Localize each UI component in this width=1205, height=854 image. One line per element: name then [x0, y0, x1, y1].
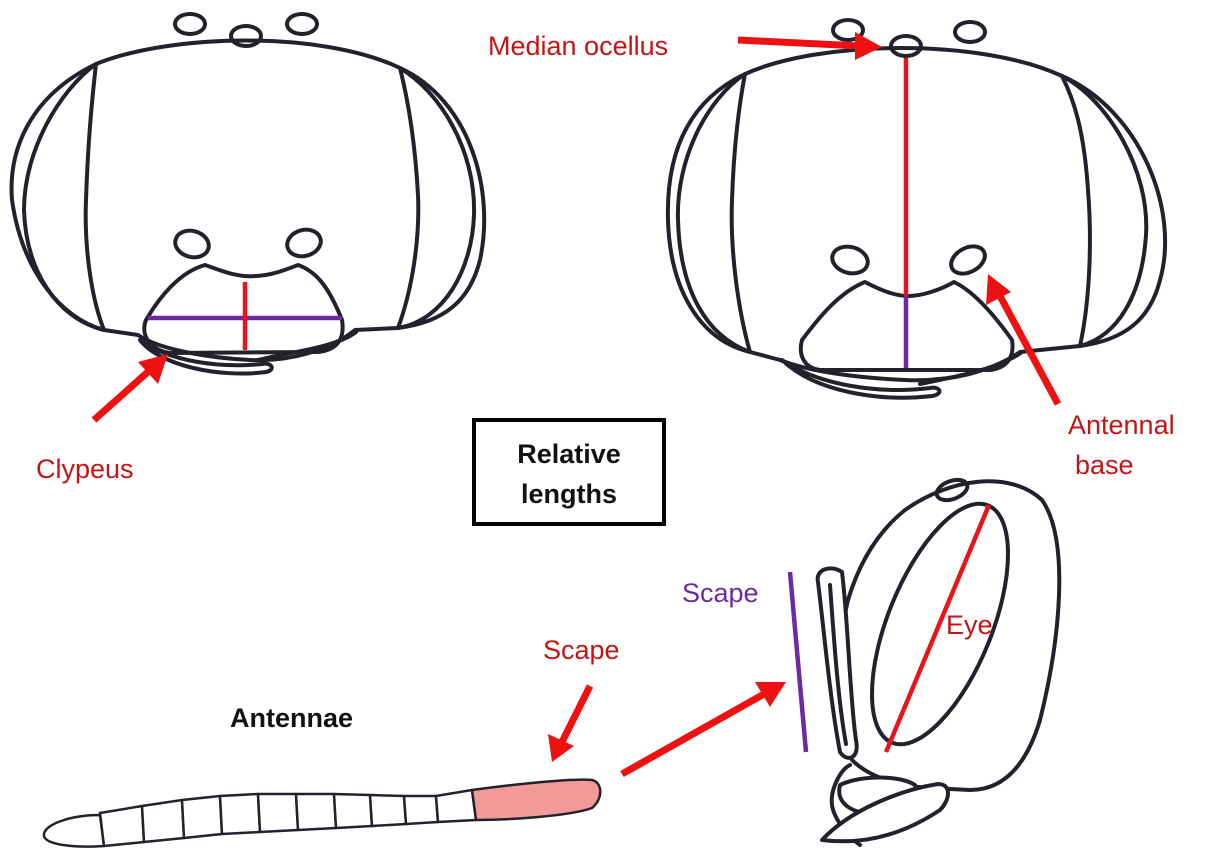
median-ocellus-label: Median ocellus [488, 31, 668, 61]
arrow-clypeus [94, 354, 168, 420]
antennal-socket-right [946, 241, 989, 279]
ocellus-lateral [934, 476, 970, 504]
antennal-base-label-line1: Antennal [1068, 410, 1175, 440]
lateral-ocellus-left [175, 14, 205, 34]
antenna-segment [404, 796, 438, 824]
arrow-antenna-to-lateral [622, 682, 786, 774]
antennal-socket-left [172, 227, 212, 261]
antenna-segment [220, 794, 260, 834]
antenna-segment [142, 800, 184, 842]
antenna-segment [370, 795, 406, 826]
head-front-right [668, 20, 1165, 398]
left-compound-eye [678, 74, 750, 352]
left-compound-eye [24, 64, 104, 330]
lateral-ocellus-right [955, 22, 985, 42]
scape-antenna-label: Scape [543, 635, 620, 665]
lateral-ocellus-right [287, 14, 317, 34]
antenna-segment [182, 796, 222, 838]
right-compound-eye [1062, 76, 1146, 346]
antenna-pedicel [436, 790, 476, 822]
antenna-scape-highlight [472, 780, 600, 820]
arrow-antennal-base [986, 274, 1058, 404]
antennal-socket-right [284, 226, 324, 260]
antenna-segment [100, 806, 144, 846]
head-outline [12, 41, 485, 361]
antennae-label: Antennae [230, 703, 353, 733]
scape-lateral-label: Scape [682, 578, 759, 608]
median-ocellus [891, 36, 921, 56]
clypeus-label: Clypeus [36, 454, 134, 484]
median-ocellus [231, 26, 261, 46]
arrow-scape-to-antenna [548, 686, 590, 762]
eye-label: Eye [946, 610, 993, 640]
antenna-segment [44, 815, 104, 847]
antenna [44, 780, 600, 847]
right-compound-eye [398, 68, 474, 328]
head-front-left [12, 14, 485, 374]
relative-lengths-title-line1: Relative [517, 439, 621, 469]
scape-length-line [790, 572, 806, 752]
antennal-base-label-line2: base [1075, 450, 1134, 480]
antennal-socket-left [829, 243, 871, 277]
antenna-segment [334, 794, 372, 828]
antenna-segment [296, 794, 336, 830]
antenna-segment [258, 794, 298, 832]
head-lateral-view [790, 476, 1059, 845]
relative-lengths-title-line2: lengths [521, 479, 617, 509]
